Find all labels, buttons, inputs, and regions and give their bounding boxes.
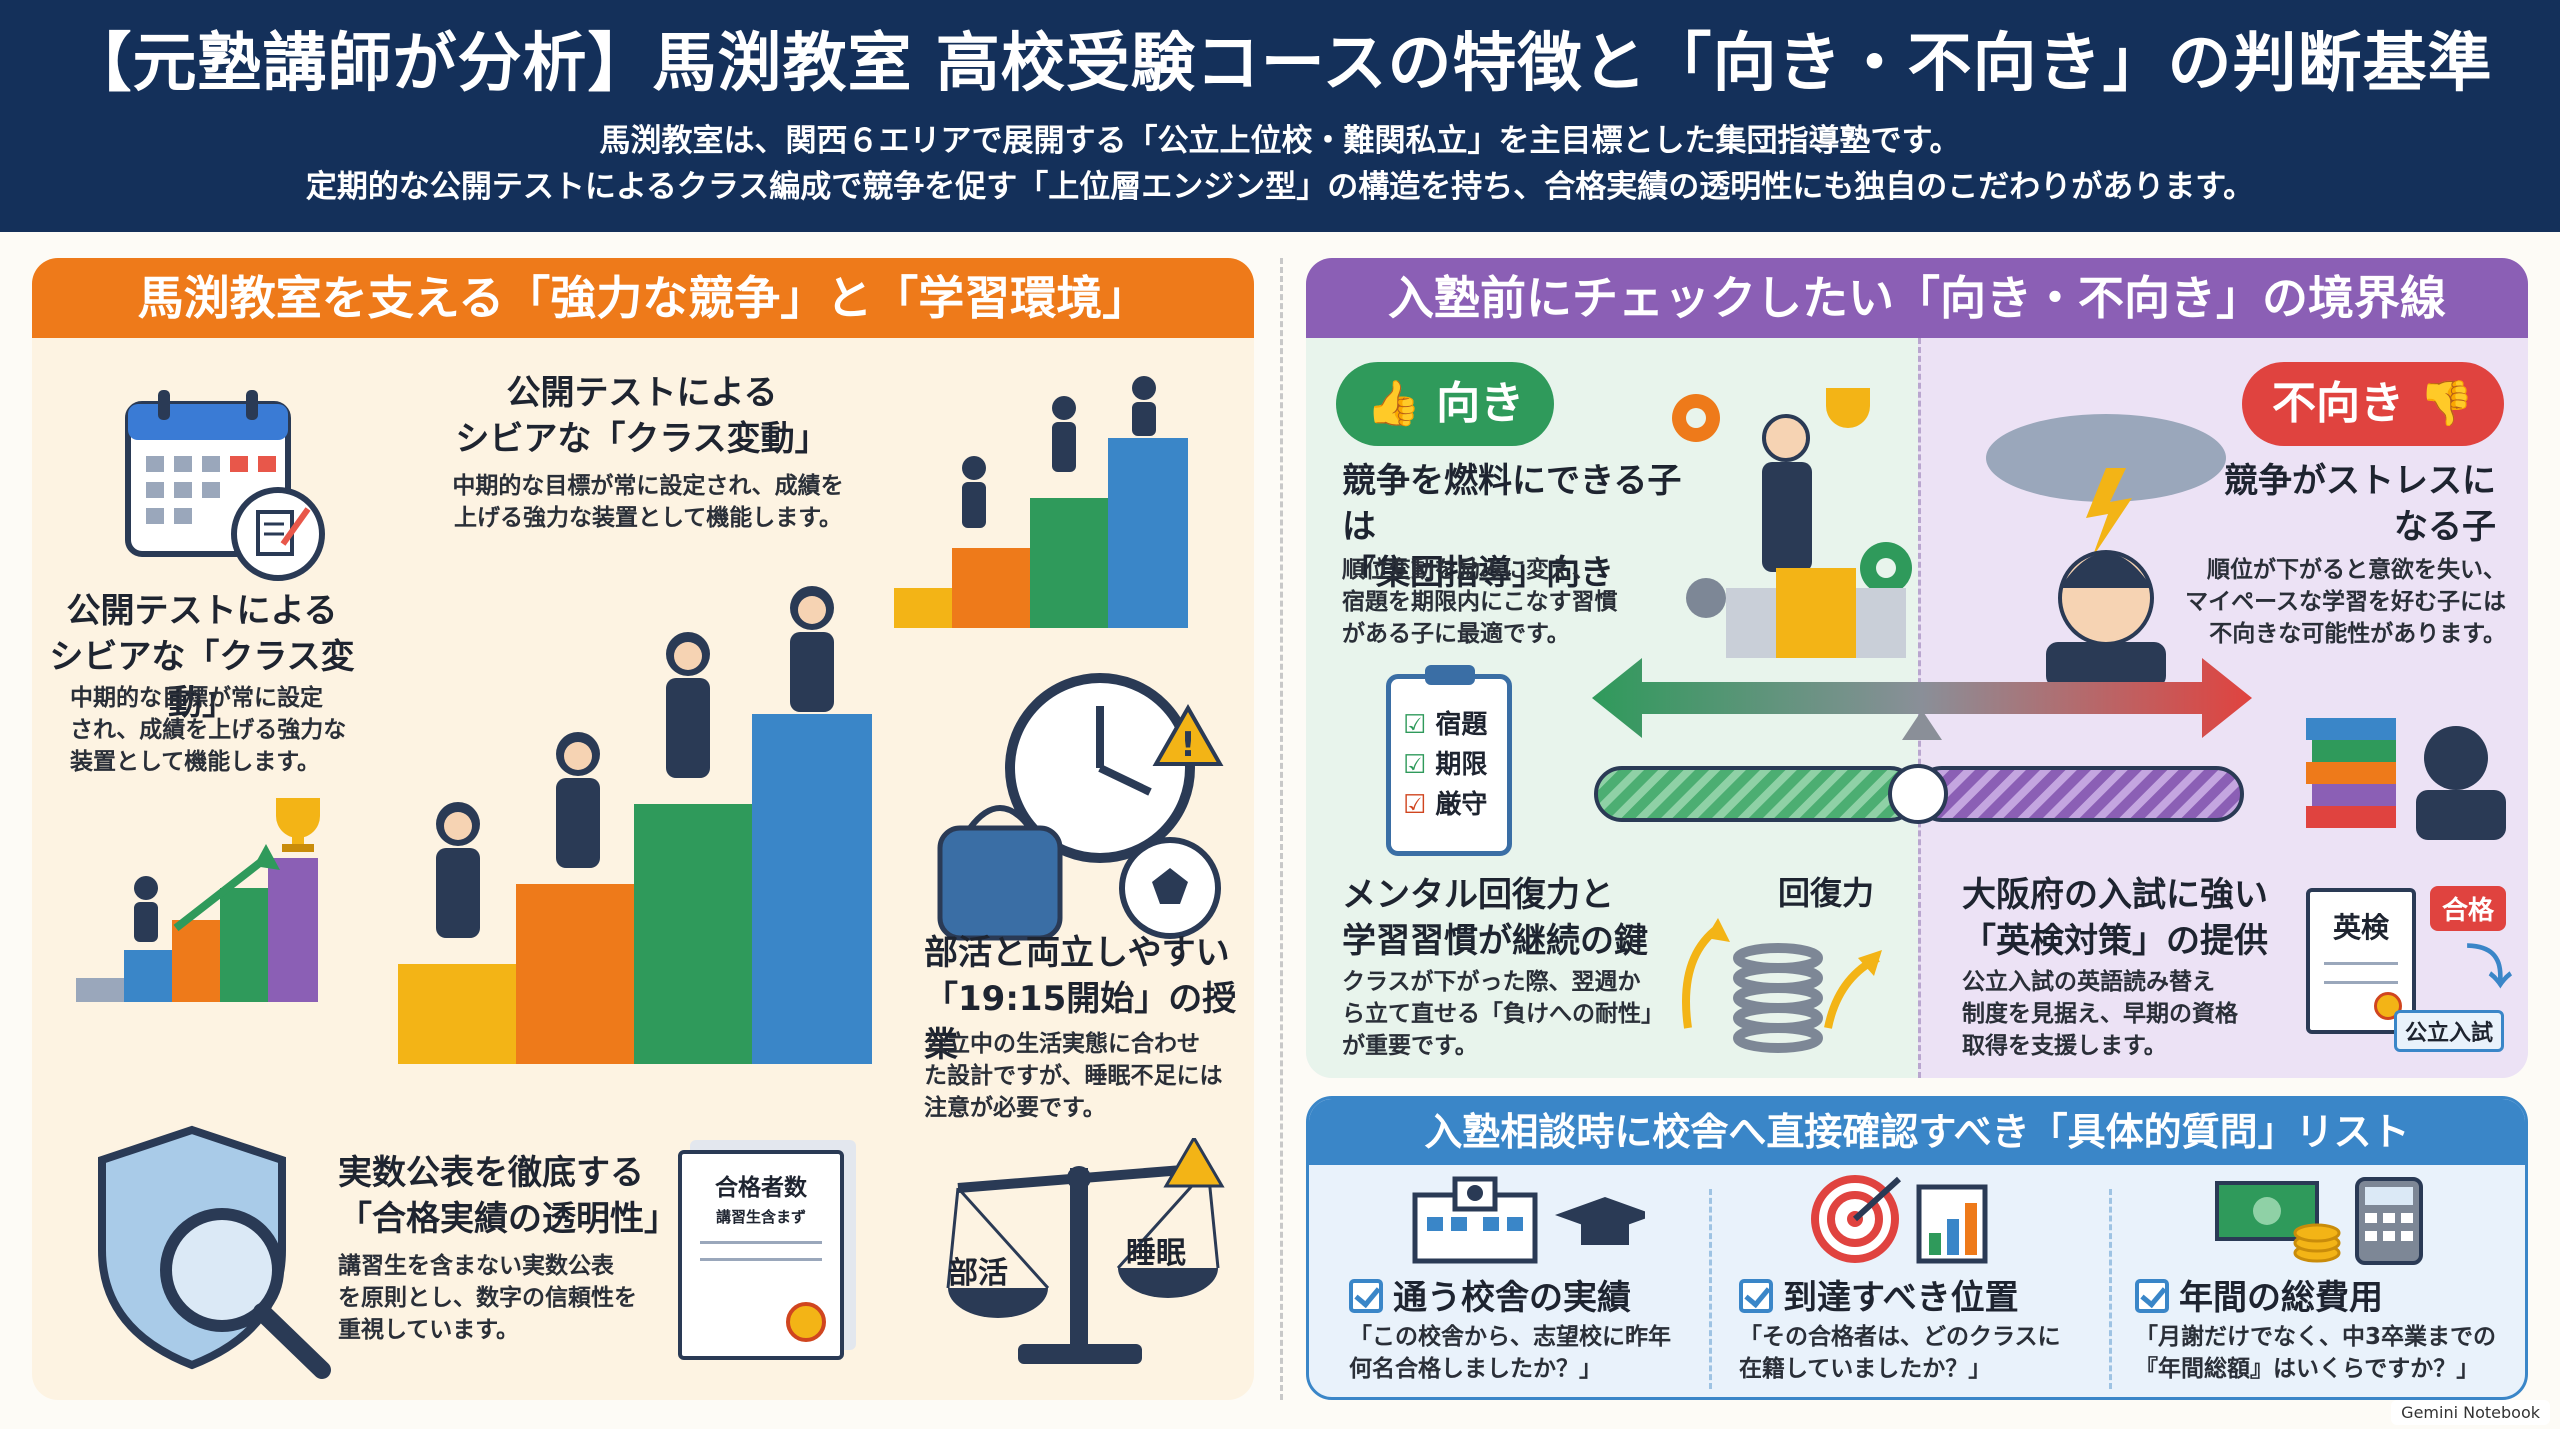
suited-title: 競争を燃料にできる子は 「集団指導」向き [1342, 461, 1682, 593]
checklist-clipboard-icon: ☑ 宿題 ☑ 期限 ☑ 厳守 [1386, 665, 1512, 856]
checkbox-icon [1349, 1279, 1383, 1313]
header-banner: 【元塾講師が分析】馬渕教室 高校受験コースの特徴と「向き・不向き」の判断基準 馬… [0, 0, 2560, 232]
page-title: 【元塾講師が分析】馬渕教室 高校受験コースの特徴と「向き・不向き」の判断基準 [67, 27, 2493, 101]
public-exam-label: 公立入試 [2394, 1010, 2505, 1052]
right-panel-heading: 入塾前にチェックしたい「向き・不向き」の境界線 [1306, 258, 2528, 338]
small-stairs-trophy-icon [76, 798, 320, 1002]
checkbox-icon [1739, 1279, 1773, 1313]
eiken-document-icon: 英検 [2306, 888, 2416, 1034]
unsuited-title: 競争がストレスに なる子 [2224, 461, 2496, 547]
eiken-doc-label: 英検 [2332, 911, 2389, 944]
check-icon: ☑ [1403, 750, 1427, 780]
check-icon: ☑ [1403, 790, 1427, 820]
clock-bag-ball-icon: ! [937, 673, 1224, 941]
questions-panel: 入塾相談時に校舎へ直接確認すべき「具体的質問」リスト 通う校舎の実績 「この校舎… [1306, 1096, 2528, 1400]
pass-badge: 合格 [2430, 886, 2507, 931]
climbing-stairs-icon [894, 376, 1188, 628]
students-stairs-illustration [398, 586, 872, 1064]
calendar-icon [125, 390, 325, 581]
books-stress-icon [2306, 718, 2506, 840]
winner-podium-icon [1672, 388, 1912, 658]
question-separator [1709, 1189, 1712, 1389]
right-panel: 入塾前にチェックしたい「向き・不向き」の境界線 👍 向き 不向き 👎 競争を燃料… [1306, 258, 2528, 1078]
balance-scale-icon [946, 1138, 1225, 1364]
block-d-title: 実数公表を徹底する 「合格実績の透明性」 [338, 1153, 678, 1239]
block-d-text: 講習生を含まない実数公表 を原則とし、数字の信頼性を 重視しています。 [338, 1253, 637, 1343]
svg-text:!: ! [1180, 725, 1196, 765]
block-a-text: 中期的な目標が常に設定 され、成績を上げる強力な 装置として機能します。 [70, 685, 347, 775]
mental-text: クラスが下がった際、翌週か ら立て直せる「負けへの耐性」 が重要です。 [1342, 969, 1664, 1059]
subtitle-line-1: 馬渕教室は、関西６エリアで展開する「公立上位校・難関私立」を主目標とした集団指導… [599, 123, 1961, 159]
questions-panel-heading: 入塾相談時に校舎へ直接確認すべき「具体的質問」リスト [1309, 1099, 2525, 1165]
balance-arrow-slider [1592, 658, 2252, 824]
block-b-title: 公開テストによる シビアな「クラス変動」 [455, 373, 829, 459]
check-icon: ☑ [1403, 710, 1427, 740]
scale-label-club: 部活 [948, 1256, 1008, 1291]
gemini-notebook-logo: Gemini Notebook [2391, 1400, 2550, 1425]
target-chart-icon [1811, 1175, 1988, 1264]
certificate-document-icon: 合格者数 講習生含まず [678, 1150, 844, 1360]
left-panel-heading: 馬渕教室を支える「強力な競争」と「学習環境」 [32, 258, 1254, 338]
spring-recovery-icon [1682, 918, 1882, 1053]
spring-label: 回復力 [1778, 874, 1875, 912]
eiken-text: 公立入試の英語読み替え 制度を見据え、早期の資格 取得を支援します。 [1962, 969, 2238, 1059]
block-c-text: 公立中の生活実態に合わせ た設計ですが、睡眠不足には 注意が必要です。 [924, 1031, 1223, 1121]
mental-title: メンタル回復力と 学習習慣が継続の鍵 [1342, 875, 1648, 961]
down-arrow-icon: ⤵ [2466, 940, 2512, 994]
checkbox-icon [2135, 1279, 2169, 1313]
suited-text: 順位変動を励みに変え、 宿題を期限内にこなす習慣 がある子に最適です。 [1342, 557, 1618, 647]
stressed-student-icon [1986, 414, 2226, 688]
question-separator [2109, 1189, 2112, 1389]
thumbs-up-icon: 👍 [1366, 378, 1421, 429]
left-panel: 馬渕教室を支える「強力な競争」と「学習環境」 公開テストによる シビアな「クラス… [32, 258, 1254, 1400]
block-b-text: 中期的な目標が常に設定され、成績を 上げる強力な装置として機能します。 [452, 473, 844, 531]
question-item-3: 年間の総費用 「月謝だけでなく、中3卒業までの 『年間総額』はいくらですか？」 [2135, 1278, 2497, 1382]
doc-label-2: 講習生含まず [715, 1208, 806, 1226]
checklist-item-2: 期限 [1435, 750, 1488, 780]
subtitle-line-2: 定期的な公開テストによるクラス編成で競争を促す「上位層エンジン型」の構造を持ち、… [305, 169, 2255, 205]
question-item-1: 通う校舎の実績 「この校舎から、志望校に昨年 何名合格しましたか？」 [1349, 1278, 1671, 1382]
scale-label-sleep: 睡眠 [1126, 1236, 1186, 1271]
question-item-2: 到達すべき位置 「その合格者は、どのクラスに 在籍していましたか？」 [1739, 1278, 2061, 1382]
school-building-icon [1412, 1176, 1645, 1264]
money-calculator-icon [2215, 1177, 2423, 1265]
unsuited-text: 順位が下がると意欲を失い、 マイペースな学習を好む子には 不向きな可能性がありま… [2185, 557, 2506, 647]
thumbs-down-icon: 👎 [2419, 378, 2475, 429]
block-c-title: 部活と両立しやすい 「19:15開始」の授業 [924, 933, 1237, 1065]
unsuited-pill: 不向き 👎 [2242, 362, 2505, 446]
shield-magnifier-icon [98, 1125, 331, 1379]
doc-label-1: 合格者数 [715, 1175, 807, 1201]
center-divider [1280, 258, 1283, 1400]
checklist-item-1: 宿題 [1435, 710, 1488, 740]
suited-pill: 👍 向き [1336, 362, 1555, 446]
checklist-item-3: 厳守 [1435, 790, 1488, 820]
block-a-title: 公開テストによる シビアな「クラス変動」 [49, 591, 355, 723]
eiken-title: 大阪府の入試に強い 「英検対策」の提供 [1962, 875, 2268, 961]
